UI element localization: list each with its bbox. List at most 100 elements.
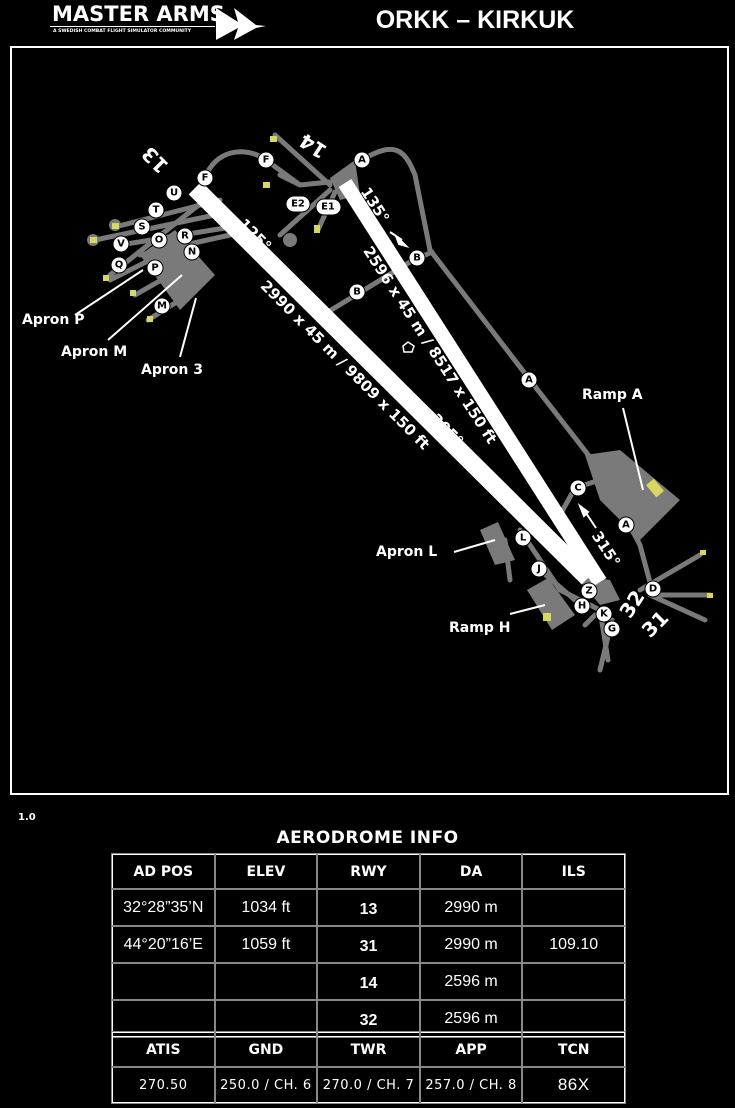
- twr-frequency: 270.0 / CH. 7: [316, 1066, 421, 1104]
- taxiway-label: F: [257, 151, 275, 169]
- apron-m-label: Apron M: [61, 344, 127, 360]
- svg-text:G: G: [608, 624, 616, 635]
- header-gnd: GND: [213, 1031, 319, 1068]
- taxiway-label: T: [147, 201, 165, 219]
- da-cell: 2596 m: [418, 962, 524, 1001]
- table-row: 14 2596 m: [111, 962, 626, 1001]
- aerodrome-info-table: AD POS ELEV RWY DA ILS 32°28”35’N 1034 f…: [111, 853, 626, 1038]
- taxiway-label: B: [348, 283, 366, 301]
- ils-cell: [521, 962, 626, 1001]
- jet-icon: [216, 8, 266, 40]
- svg-text:N: N: [188, 247, 196, 258]
- svg-text:D: D: [649, 584, 657, 595]
- svg-text:R: R: [181, 231, 189, 242]
- ad-pos-cell: 32°28”35’N: [111, 888, 216, 927]
- header-ad-pos: AD POS: [111, 853, 216, 890]
- apron-3-label: Apron 3: [141, 362, 203, 378]
- elev-cell: 1059 ft: [213, 925, 319, 964]
- header-rwy: RWY: [316, 853, 421, 890]
- svg-text:U: U: [170, 188, 178, 199]
- aerodrome-diagram: 2990 x 45 m / 9809 x 150 ft 2596 x 45 m …: [22, 128, 713, 673]
- svg-text:B: B: [413, 253, 421, 264]
- svg-text:P: P: [151, 263, 158, 274]
- taxiway-label: R: [176, 227, 194, 245]
- runway-31-label: 31: [637, 606, 674, 643]
- elev-cell: [213, 962, 319, 1001]
- taxiway-label: P: [146, 259, 164, 277]
- taxiway-label: H: [573, 597, 591, 615]
- logo-subtitle: A SWEDISH COMBAT FLIGHT SIMULATOR COMMUN…: [53, 29, 192, 34]
- rwy-cell: 13: [316, 888, 421, 927]
- svg-text:L: L: [520, 533, 527, 544]
- da-cell: 2990 m: [418, 888, 524, 927]
- svg-text:Z: Z: [585, 586, 592, 597]
- taxiway-label: N: [183, 243, 201, 261]
- rwy-cell: 14: [316, 962, 421, 1001]
- taxiway-label: A: [353, 151, 371, 169]
- runway-14-32: [338, 178, 607, 587]
- svg-text:S: S: [138, 222, 145, 233]
- svg-text:E1: E1: [321, 202, 335, 213]
- ad-pos-cell: [111, 962, 216, 1001]
- svg-text:C: C: [574, 483, 581, 494]
- da-cell: 2990 m: [418, 925, 524, 964]
- master-arms-logo: MASTER ARMS A SWEDISH COMBAT FLIGHT SIMU…: [50, 2, 270, 42]
- taxiway-label: M: [153, 297, 171, 315]
- taxiway-label: E1: [315, 198, 342, 216]
- svg-text:H: H: [578, 601, 586, 612]
- svg-text:A: A: [358, 155, 366, 166]
- runway-13-31: [188, 181, 595, 585]
- map-frame: [10, 46, 729, 795]
- chart-version: 1.0: [18, 812, 36, 823]
- atis-frequency: 270.50: [111, 1066, 216, 1104]
- taxiway-label: U: [165, 184, 183, 202]
- tcn-channel: 86X: [521, 1066, 626, 1104]
- taxiway-label: Q: [110, 256, 128, 274]
- page-title: ORKK – KIRKUK: [375, 6, 575, 34]
- app-frequency: 257.0 / CH. 8: [418, 1066, 524, 1104]
- ils-cell: 109.10: [521, 925, 626, 964]
- taxiway-label: A: [520, 371, 538, 389]
- svg-text:O: O: [155, 235, 164, 246]
- svg-text:V: V: [117, 239, 125, 250]
- taxiway-label: O: [150, 231, 168, 249]
- aerodrome-info-title: AERODROME INFO: [276, 828, 459, 848]
- taxiway-label: F: [196, 169, 214, 187]
- table-row: 32°28”35’N 1034 ft 13 2990 m: [111, 888, 626, 927]
- taxiway-label: D: [644, 580, 662, 598]
- ils-cell: [521, 888, 626, 927]
- taxiway-label: K: [595, 605, 613, 623]
- direction-arrow-icon: [389, 231, 410, 249]
- header-elev: ELEV: [213, 853, 319, 890]
- parking-stands: [90, 136, 713, 621]
- apron-p-label: Apron P: [22, 312, 84, 328]
- svg-text:T: T: [153, 205, 160, 216]
- taxiway-label: B: [408, 249, 426, 267]
- taxiway-label: J: [530, 560, 548, 578]
- elev-cell: 1034 ft: [213, 888, 319, 927]
- gnd-frequency: 250.0 / CH. 6: [213, 1066, 319, 1104]
- taxiway-label: L: [514, 529, 532, 547]
- svg-text:E2: E2: [291, 199, 305, 210]
- rwy-cell: 31: [316, 925, 421, 964]
- svg-text:M: M: [157, 301, 167, 312]
- ramp-a-label: Ramp A: [582, 387, 643, 403]
- svg-text:K: K: [600, 609, 609, 620]
- direction-arrow-icon: [577, 503, 597, 529]
- header-da: DA: [418, 853, 524, 890]
- header-atis: ATIS: [111, 1031, 216, 1068]
- aprons: [87, 160, 680, 630]
- table-header-row: ATIS GND TWR APP TCN: [111, 1031, 626, 1068]
- header-twr: TWR: [316, 1031, 421, 1068]
- logo-title: MASTER ARMS: [52, 2, 225, 26]
- table-header-row: AD POS ELEV RWY DA ILS: [111, 853, 626, 890]
- apron-l-label: Apron L: [376, 544, 437, 560]
- callout-lines: [74, 269, 644, 615]
- header-tcn: TCN: [521, 1031, 626, 1068]
- frequency-table: ATIS GND TWR APP TCN 270.50 250.0 / CH. …: [111, 1031, 626, 1104]
- svg-text:A: A: [525, 375, 533, 386]
- table-row: 270.50 250.0 / CH. 6 270.0 / CH. 7 257.0…: [111, 1066, 626, 1104]
- taxiway-label: G: [603, 620, 621, 638]
- taxiway-labels: F F A U T S E2 E1 R O N V Q P M B B A C …: [110, 151, 662, 638]
- ramp-h-label: Ramp H: [449, 620, 510, 636]
